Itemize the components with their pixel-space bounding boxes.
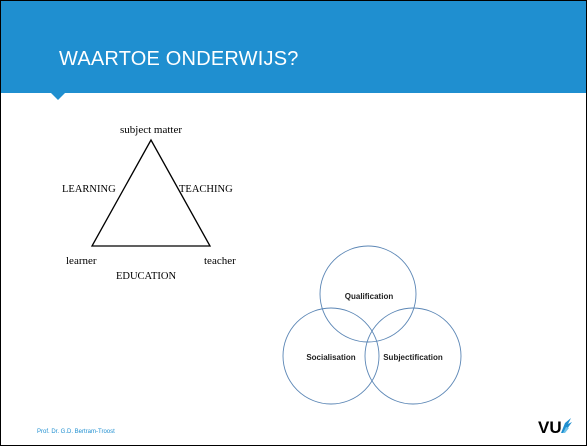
triangle-shape	[90, 138, 212, 247]
venn-diagram: Qualification Socialisation Subjectifica…	[282, 245, 462, 405]
vertex-label-subject-matter: subject matter	[120, 124, 182, 136]
side-label-education: EDUCATION	[116, 271, 176, 282]
slide-title: WAARTOE ONDERWIJS?	[59, 48, 299, 70]
venn-label-subjectification: Subjectification	[383, 353, 443, 362]
vertex-label-learner: learner	[66, 255, 97, 267]
title-bar-pointer	[51, 93, 65, 100]
venn-circle-subjectification	[364, 307, 462, 405]
vu-logo: VU	[538, 418, 572, 437]
didactic-triangle: subject matter LEARNING TEACHING learner…	[62, 124, 236, 282]
vertex-label-teacher: teacher	[204, 255, 236, 267]
venn-circle-socialisation	[282, 307, 380, 405]
venn-label-socialisation: Socialisation	[306, 353, 355, 362]
footer-author: Prof. Dr. G.D. Bertram-Troost	[37, 429, 115, 435]
griffin-icon	[561, 418, 572, 433]
vu-logo-text: VU	[538, 418, 562, 437]
venn-circle-qualification	[319, 245, 417, 343]
venn-label-qualification: Qualification	[345, 292, 394, 301]
title-bar: WAARTOE ONDERWIJS?	[1, 1, 586, 93]
side-label-learning: LEARNING	[62, 184, 116, 195]
side-label-teaching: TEACHING	[179, 184, 233, 195]
